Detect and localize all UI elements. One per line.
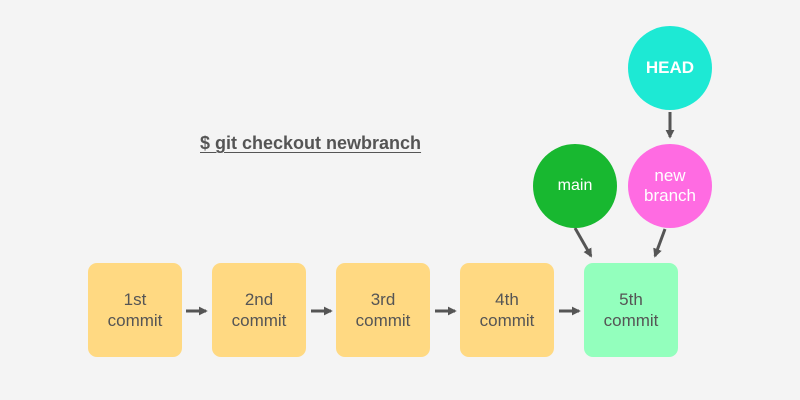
arrow-branch-to-commit5	[653, 228, 667, 258]
commit-2: 2nd commit	[212, 263, 306, 357]
arrow-main-to-commit5	[573, 227, 593, 258]
newbranch-pointer: new branch	[628, 144, 712, 228]
head-pointer: HEAD	[628, 26, 712, 110]
git-command: $ git checkout newbranch	[200, 133, 422, 153]
commit-3: 3rd commit	[336, 263, 430, 357]
main-branch-pointer: main	[533, 144, 617, 228]
commit-1: 1st commit	[88, 263, 182, 357]
commit-4: 4th commit	[460, 263, 554, 357]
commit-5: 5th commit	[584, 263, 678, 357]
